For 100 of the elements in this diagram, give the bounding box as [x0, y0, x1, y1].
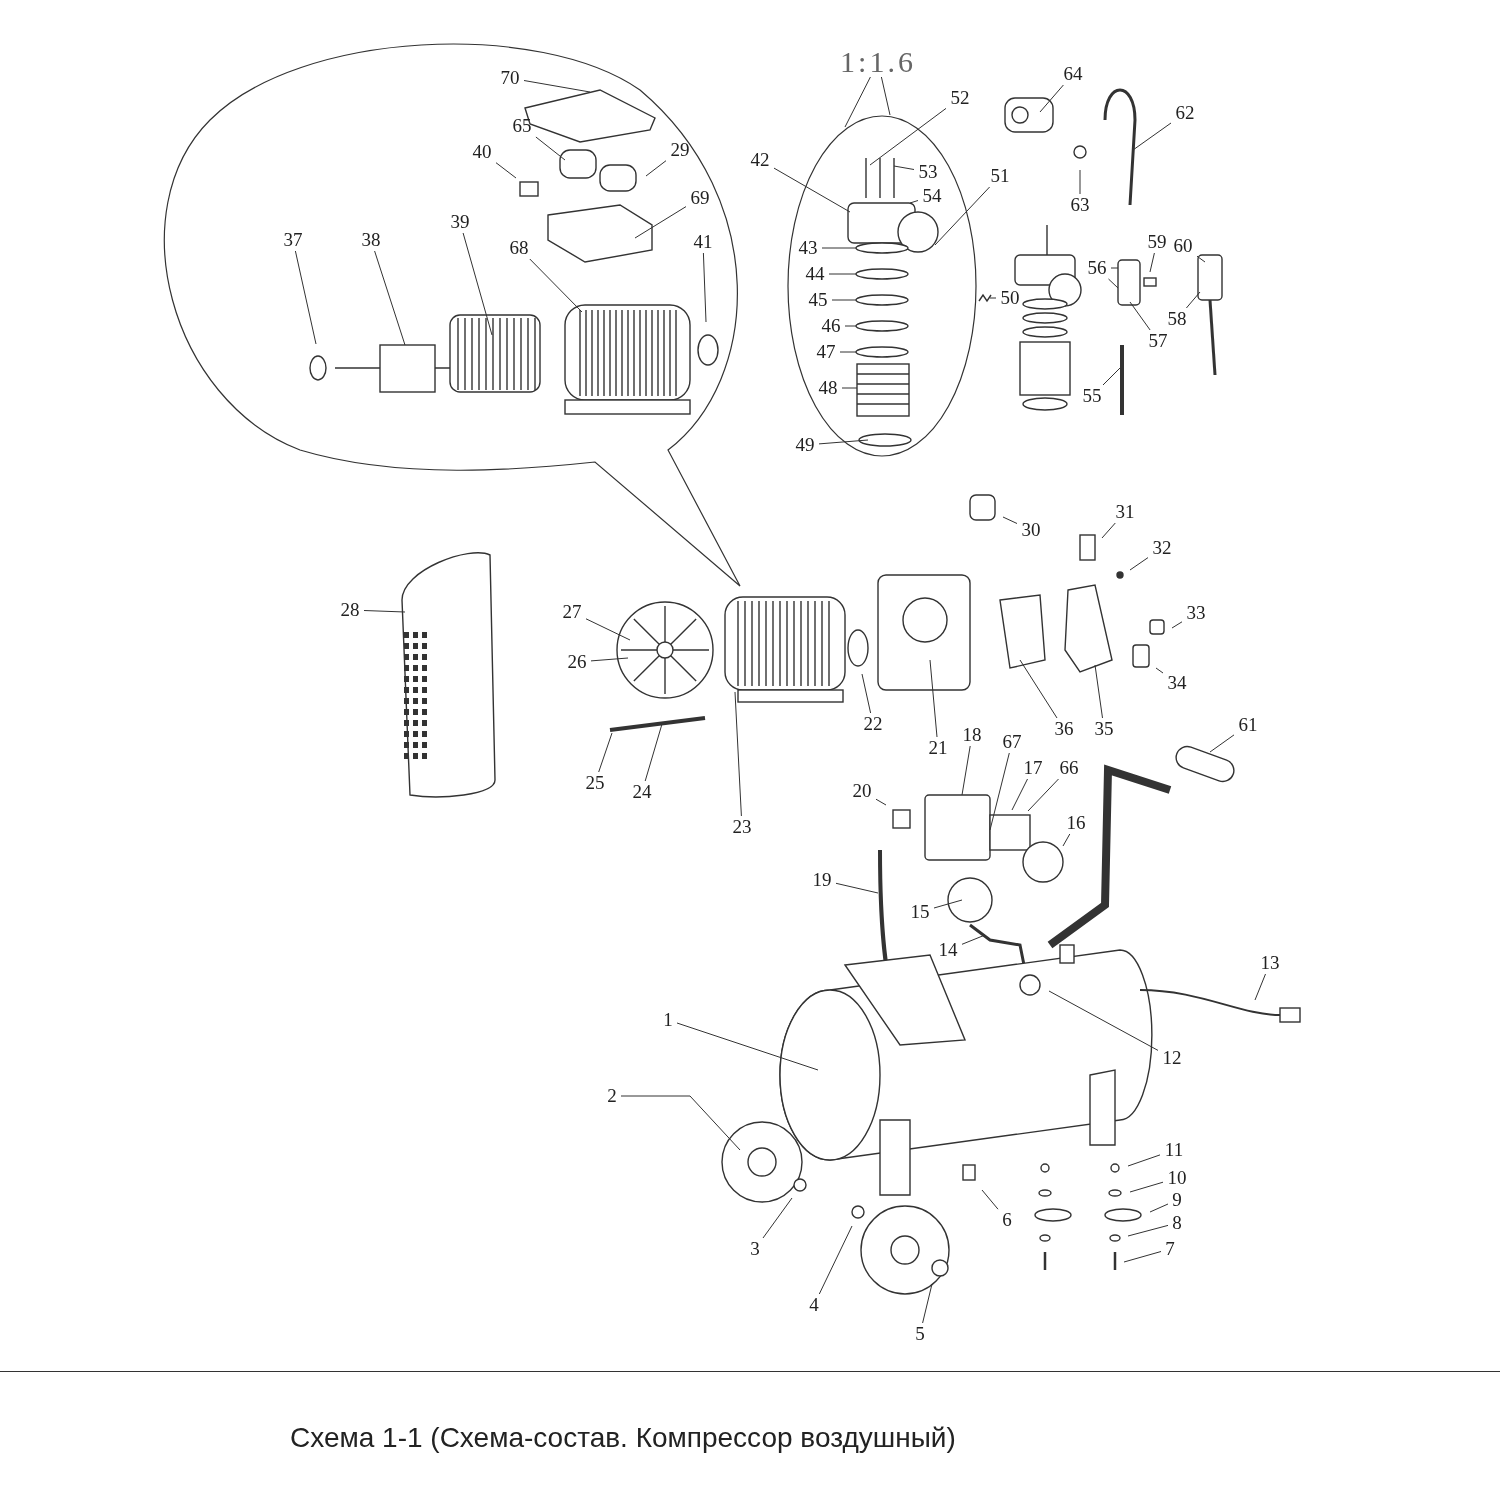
callout-number: 41 — [693, 231, 713, 253]
leader-line — [1127, 1154, 1161, 1167]
leader-line — [893, 165, 915, 170]
leader-line — [585, 618, 631, 641]
callout-number: 51 — [990, 165, 1010, 187]
callout-number: 43 — [798, 237, 818, 259]
leader-line — [1171, 621, 1183, 629]
callout-number: 5 — [915, 1323, 925, 1345]
callout-number: 58 — [1167, 308, 1187, 330]
callout-number: 50 — [1000, 287, 1020, 309]
leader-line — [1079, 169, 1081, 195]
callout-number: 36 — [1054, 718, 1074, 740]
leader-line — [818, 1225, 853, 1295]
leader-line — [644, 723, 663, 782]
leader-line — [961, 745, 971, 796]
callout-number: 52 — [950, 87, 970, 109]
callout-number: 1 — [663, 1009, 673, 1031]
leader-line — [981, 1189, 999, 1210]
leader-line — [1149, 1203, 1169, 1213]
callout-number: 45 — [808, 289, 828, 311]
leader-line — [869, 107, 947, 166]
callout-number: 21 — [928, 737, 948, 759]
leader-line — [839, 351, 857, 353]
leader-line — [1027, 778, 1059, 812]
leader-line — [1002, 516, 1018, 524]
callout-number: 68 — [509, 237, 529, 259]
leader-line — [598, 732, 613, 773]
leader-line — [989, 752, 1010, 831]
leader-line — [961, 934, 986, 945]
callout-number: 54 — [922, 185, 942, 207]
callout-number: 17 — [1023, 757, 1043, 779]
callout-number: 31 — [1115, 501, 1135, 523]
leader-line — [363, 610, 406, 613]
leader-line — [1039, 84, 1064, 113]
callout-number: 12 — [1162, 1047, 1182, 1069]
callout-number: 18 — [962, 724, 982, 746]
callout-number: 69 — [690, 187, 710, 209]
callout-number: 15 — [910, 901, 930, 923]
leader-line — [821, 247, 857, 249]
leader-line — [645, 160, 667, 177]
leader-line — [1254, 973, 1266, 1001]
callout-number: 67 — [1002, 731, 1022, 753]
callout-number: 44 — [805, 263, 825, 285]
leader-line — [1129, 301, 1151, 331]
leader-line — [294, 250, 317, 345]
leader-line — [529, 258, 583, 313]
callout-number: 37 — [283, 229, 303, 251]
leader-line — [841, 387, 858, 389]
leader-line — [1062, 833, 1071, 847]
leader-line — [702, 252, 707, 323]
callout-number: 35 — [1094, 718, 1114, 740]
callout-number: 34 — [1167, 672, 1187, 694]
leader-line — [462, 232, 493, 336]
leader-line — [818, 439, 869, 445]
leader-line — [929, 659, 938, 738]
callout-number: 20 — [852, 780, 872, 802]
callout-number: 10 — [1167, 1167, 1187, 1189]
callout-number: 33 — [1186, 602, 1206, 624]
leader-line — [844, 325, 857, 327]
callout-number: 29 — [670, 139, 690, 161]
caption: Схема 1-1 (Схема-состав. Компрессор воздушный) — [290, 1422, 956, 1454]
callout-number: 28 — [340, 599, 360, 621]
leader-line — [762, 1197, 793, 1239]
leader-line — [523, 80, 591, 93]
leader-line — [934, 186, 991, 246]
callout-number: 24 — [632, 781, 652, 803]
leader-line — [831, 299, 857, 301]
callout-number: 59 — [1147, 231, 1167, 253]
scale-label: 1:1.6 — [840, 46, 916, 78]
leader-line — [1132, 122, 1172, 151]
callout-number: 27 — [562, 601, 582, 623]
callout-number: 60 — [1173, 235, 1193, 257]
leader-line — [1101, 522, 1116, 539]
callout-number: 16 — [1066, 812, 1086, 834]
leader-line — [1185, 291, 1201, 309]
callout-number: 70 — [500, 67, 520, 89]
leader-line — [1149, 252, 1155, 273]
leader-line — [495, 162, 517, 179]
callout-number: 4 — [809, 1294, 819, 1316]
callout-number: 7 — [1165, 1238, 1175, 1260]
callout-number: 39 — [450, 211, 470, 233]
callout-number: 49 — [795, 434, 815, 456]
leader-line — [880, 76, 891, 116]
callout-number: 14 — [938, 939, 958, 961]
callout-number: 23 — [732, 816, 752, 838]
leader-line — [922, 1283, 933, 1324]
leader-line — [1127, 1224, 1169, 1237]
leader-line — [1048, 990, 1159, 1051]
leader-line — [1129, 557, 1149, 571]
leader-line — [734, 691, 742, 817]
leader-line — [1019, 659, 1058, 719]
callout-number: 2 — [607, 1085, 617, 1107]
callout-number: 6 — [1002, 1209, 1012, 1231]
leader-line — [1011, 778, 1028, 811]
callout-number: 8 — [1172, 1212, 1182, 1234]
callout-number: 13 — [1260, 952, 1280, 974]
callout-number: 46 — [821, 315, 841, 337]
callout-number: 19 — [812, 869, 832, 891]
leader-line — [1129, 1181, 1164, 1193]
callout-number: 56 — [1087, 257, 1107, 279]
